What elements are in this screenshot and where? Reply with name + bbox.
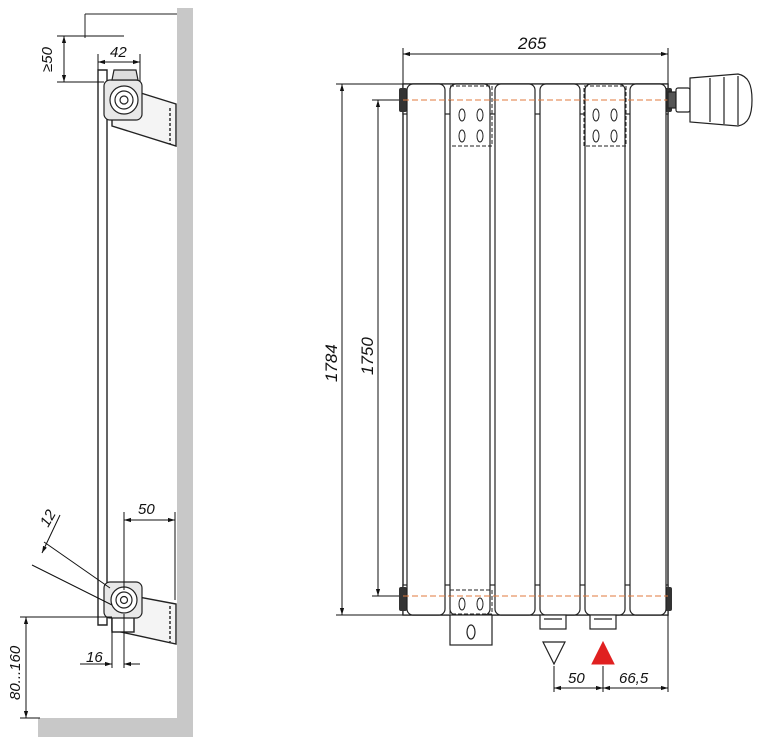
panel-6	[629, 83, 667, 616]
dim-bracket-depth-label: 50	[138, 501, 155, 518]
panel-1	[406, 83, 446, 616]
bottom-mount-plate	[449, 614, 493, 646]
dim-bracket-depth	[123, 512, 176, 600]
dim-width	[402, 48, 669, 84]
panel-5	[584, 83, 626, 616]
wall	[38, 8, 193, 737]
mounting-brackets	[449, 85, 627, 615]
outlet-marker-icon	[542, 641, 566, 666]
dim-width-label: 265	[517, 34, 547, 53]
collector-axis-lines	[403, 99, 668, 597]
dim-conn-spacing-label: 50	[568, 670, 585, 687]
inlet-marker-icon	[591, 640, 615, 665]
bracket-holes	[458, 108, 618, 611]
dim-height-center-label: 1750	[358, 337, 377, 375]
dim-angle	[31, 514, 113, 606]
dim-conn-edge-label: 66,5	[619, 670, 649, 687]
dim-angle-label: 12	[37, 506, 60, 530]
dim-floor-gap	[20, 616, 112, 719]
panel-3	[494, 83, 536, 616]
radiator-panels	[406, 83, 667, 616]
connection-stubs	[539, 614, 617, 630]
front-view: 265 1784 1750	[322, 34, 753, 692]
dim-top-gap	[57, 35, 124, 83]
dim-pipe-offset-label: 42	[110, 44, 127, 61]
panel-4	[539, 83, 581, 616]
dim-top-gap-label: ≥50	[39, 46, 56, 72]
dim-height-center	[372, 99, 404, 597]
dim-conn-edge	[603, 615, 669, 692]
bottom-valve-icon	[103, 581, 143, 619]
thermostatic-valve-icon	[667, 73, 753, 127]
dim-bottom-offset	[80, 614, 140, 668]
dim-pipe-offset	[97, 54, 141, 82]
side-view: ≥50 42 12 50 16	[7, 8, 193, 737]
dim-bottom-offset-label: 16	[86, 649, 103, 666]
top-valve-icon	[103, 69, 143, 121]
dim-height-total	[336, 83, 404, 616]
panel-2	[449, 83, 491, 616]
dim-height-total-label: 1784	[322, 344, 341, 382]
dim-floor-gap-label: 80...160	[7, 645, 24, 700]
radiator-side-profile	[97, 69, 177, 645]
